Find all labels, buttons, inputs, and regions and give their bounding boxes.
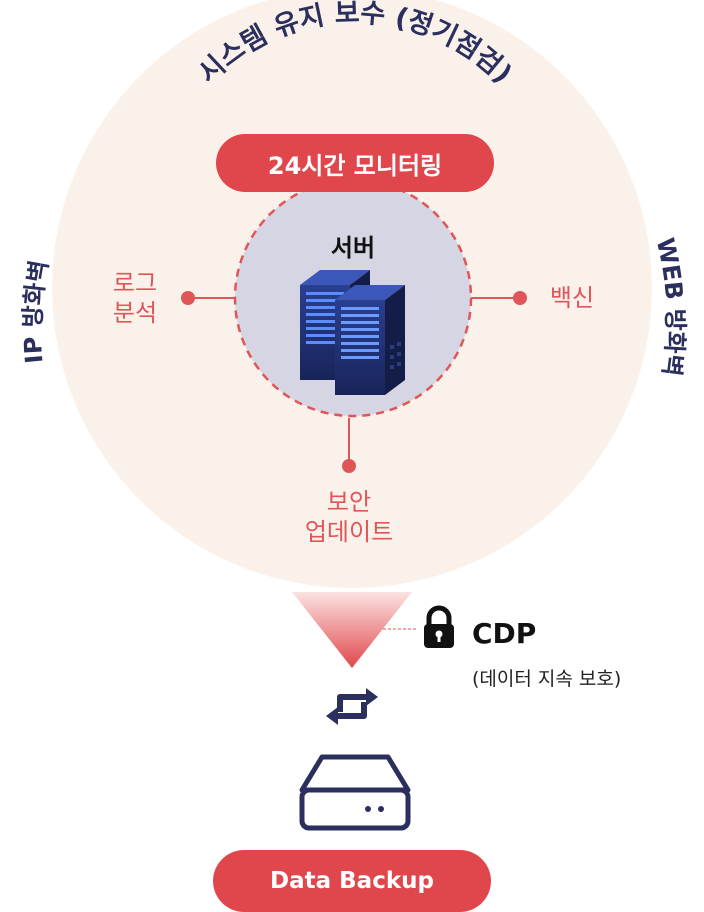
data-backup-badge-label: Data Backup (270, 868, 434, 894)
cdp-title: CDP (472, 617, 537, 650)
log-analysis-label: 로그 분석 (95, 268, 175, 328)
hard-drive-icon (299, 754, 411, 831)
security-update-label: 보안 업데이트 (279, 487, 419, 547)
cdp-subtitle: (데이터 지속 보호) (472, 668, 622, 690)
connector-left-dot (181, 291, 195, 305)
right-side-title: WEB 방화벽 (651, 235, 689, 377)
left-side-title: IP 방화벽 (19, 258, 54, 365)
sync-arrows-icon (326, 688, 378, 725)
connector-right-dot (513, 291, 527, 305)
vaccine-label: 백신 (549, 284, 595, 312)
monitoring-badge-label: 24시간 모니터링 (267, 151, 443, 180)
data-backup-badge: Data Backup (213, 850, 491, 912)
server-label: 서버 (330, 234, 376, 262)
monitoring-badge: 24시간 모니터링 (216, 134, 494, 192)
server-rack-icon (300, 270, 405, 395)
security-update-line-2: 업데이트 (304, 518, 394, 546)
connector-bottom-dot (342, 459, 356, 473)
log-analysis-line-2: 분석 (112, 299, 158, 327)
security-update-line-1: 보안 (326, 488, 372, 516)
funnel-shape (292, 592, 412, 668)
log-analysis-line-1: 로그 (112, 269, 158, 297)
lock-icon (424, 605, 454, 648)
